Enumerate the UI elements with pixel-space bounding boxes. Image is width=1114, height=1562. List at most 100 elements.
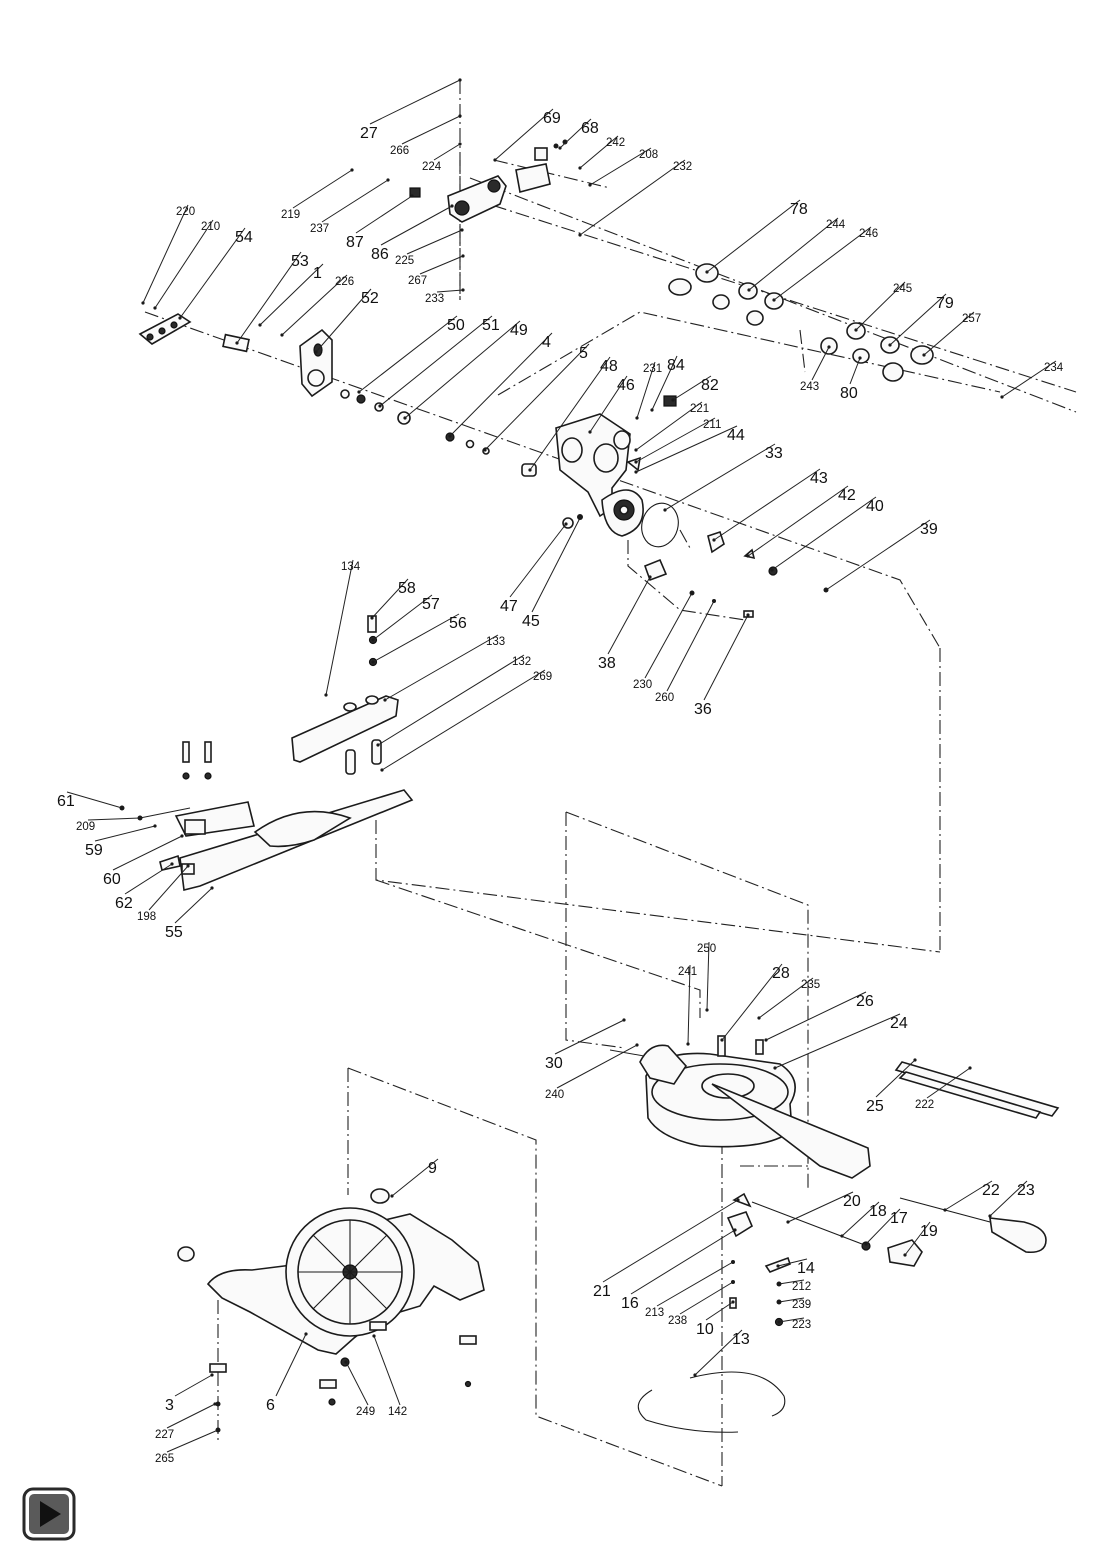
play-button[interactable]	[22, 1487, 76, 1541]
leader-line	[381, 669, 546, 771]
callout-245: 245	[854, 281, 912, 332]
callout-246: 246	[772, 226, 878, 302]
leader-line	[373, 1335, 401, 1406]
leader-end-dot	[854, 328, 858, 332]
leader-end-dot	[650, 408, 654, 412]
part-number-label: 69	[543, 110, 561, 127]
base-6	[177, 1188, 485, 1433]
callout-210: 210	[153, 219, 220, 310]
callout-219: 219	[281, 168, 354, 221]
leader-line	[635, 425, 738, 473]
leader-end-dot	[370, 616, 374, 620]
rail-clamp-69	[515, 139, 568, 193]
leader-line	[747, 485, 849, 557]
part-number-label: 249	[356, 1406, 375, 1418]
leader-end-dot	[210, 886, 214, 890]
leader-line	[236, 251, 302, 344]
leader-end-dot	[578, 516, 582, 520]
leader-end-dot	[180, 834, 184, 838]
callout-224: 224	[422, 142, 462, 173]
part-number-label: 14	[797, 1260, 815, 1277]
leader-end-dot	[622, 1018, 626, 1022]
callout-28: 28	[720, 963, 790, 1042]
leader-line	[174, 887, 213, 924]
part-number-label: 246	[859, 228, 878, 240]
callout-238: 238	[668, 1280, 735, 1327]
leader-end-dot	[764, 1038, 768, 1042]
leader-line	[777, 1258, 808, 1267]
leader-line	[292, 169, 353, 209]
callout-232: 232	[578, 159, 692, 237]
part-number-label: 9	[428, 1160, 437, 1177]
leader-end-dot	[824, 588, 828, 592]
part-number-label: 22	[982, 1182, 1000, 1199]
leader-line	[124, 863, 173, 895]
part-number-label: 226	[335, 276, 354, 288]
leader-line	[889, 293, 947, 346]
leader-end-dot	[120, 806, 124, 810]
leader-end-dot	[324, 693, 328, 697]
leader-end-dot	[746, 554, 750, 558]
leader-line	[166, 1403, 216, 1429]
leader-end-dot	[736, 1198, 740, 1202]
miter-scale-spring-13	[637, 1371, 786, 1433]
callout-53: 53	[235, 251, 309, 345]
leader-line	[529, 356, 611, 471]
callout-13: 13	[693, 1329, 750, 1377]
callout-33: 33	[663, 443, 783, 512]
callout-49: 49	[403, 320, 528, 420]
part-number-label: 232	[673, 161, 692, 173]
leader-line	[635, 417, 716, 463]
part-number-label: 134	[341, 561, 361, 573]
callout-234: 234	[1000, 360, 1064, 399]
leader-end-dot	[913, 1058, 917, 1062]
callout-43: 43	[712, 468, 828, 542]
leader-end-dot	[648, 575, 652, 579]
callout-1: 1	[258, 263, 324, 327]
leader-end-dot	[458, 142, 462, 146]
rail-bracket-86	[409, 175, 507, 223]
callout-242: 242	[578, 135, 625, 170]
part-number-label: 38	[598, 655, 616, 672]
callout-6: 6	[266, 1332, 308, 1414]
leader-line	[635, 401, 703, 451]
part-number-label: 16	[621, 1295, 639, 1312]
callout-220: 220	[141, 204, 195, 305]
leader-line	[404, 320, 521, 419]
callout-222: 222	[915, 1066, 972, 1111]
callout-69: 69	[493, 108, 561, 162]
part-number-label: 86	[371, 246, 389, 263]
shaft-22-handle-23	[726, 1192, 1047, 1267]
leader-end-dot	[386, 178, 390, 182]
leader-line	[579, 159, 686, 236]
leader-line	[142, 204, 189, 304]
callout-134: 134	[324, 559, 361, 697]
leader-line	[87, 817, 141, 821]
leader-end-dot	[141, 301, 145, 305]
handle-54	[138, 313, 192, 345]
callout-209: 209	[76, 816, 142, 833]
leader-end-dot	[344, 1360, 348, 1364]
callout-239: 239	[777, 1297, 811, 1311]
part-number-label: 6	[266, 1397, 275, 1414]
leader-line	[148, 865, 189, 911]
part-number-label: 33	[765, 445, 783, 462]
part-number-label: 20	[843, 1193, 861, 1210]
leader-end-dot	[903, 1253, 907, 1257]
arm-housing-46	[555, 413, 644, 537]
fence-base-55	[119, 741, 414, 891]
part-number-label: 250	[697, 943, 716, 955]
callout-243: 243	[800, 345, 831, 393]
callout-208: 208	[588, 147, 658, 187]
callout-30: 30	[545, 1018, 626, 1072]
part-number-label: 36	[694, 701, 712, 718]
leader-line	[989, 1180, 1028, 1217]
callout-22: 22	[943, 1180, 1000, 1212]
leader-line	[345, 1361, 369, 1406]
leader-end-dot	[712, 599, 716, 603]
leader-line	[721, 963, 783, 1041]
callout-17: 17	[864, 1208, 908, 1246]
part-number-label: 80	[840, 385, 858, 402]
callout-221: 221	[634, 401, 709, 452]
callout-211: 211	[634, 417, 721, 464]
